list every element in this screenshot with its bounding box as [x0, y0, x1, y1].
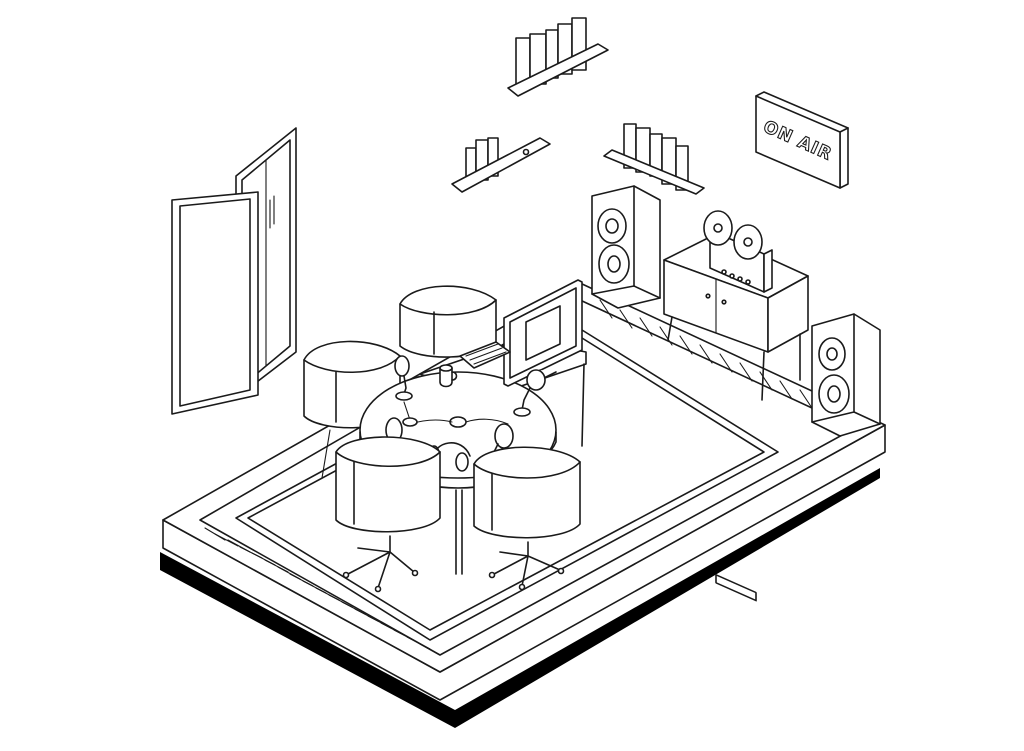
on-air-sign-side [839, 127, 849, 189]
microphone-1-icon [394, 355, 413, 401]
monitor-icon [503, 279, 583, 387]
bookshelf-left-icon [451, 137, 551, 193]
shelf-board-right [603, 149, 705, 195]
door-panel-inner [179, 198, 251, 407]
shelf-board-top [507, 43, 609, 97]
office-chair-right-icon [473, 446, 581, 591]
on-air-sign-top [755, 91, 849, 129]
door-panel [171, 191, 259, 415]
speaker-back-icon [591, 185, 661, 309]
armchair-back-icon [399, 285, 497, 358]
office-chair-left-icon [335, 436, 441, 593]
bookshelf-top-icon [507, 17, 609, 97]
door-icon[interactable] [171, 127, 297, 415]
on-air-sign-board [755, 95, 841, 189]
microphone-2-icon [513, 369, 546, 417]
keyboard-icon [459, 341, 511, 369]
on-air-sign-icon: ON AIR [755, 91, 849, 189]
bookshelf-right-icon [603, 123, 705, 195]
sideboard-side [767, 275, 809, 353]
platform-shadow [160, 468, 880, 728]
floor-planks [204, 299, 833, 656]
reel-to-reel-recorder-icon [703, 210, 773, 602]
speaker-front-icon [811, 313, 881, 437]
shelf-bracket [522, 148, 530, 156]
mug-icon [439, 364, 458, 388]
